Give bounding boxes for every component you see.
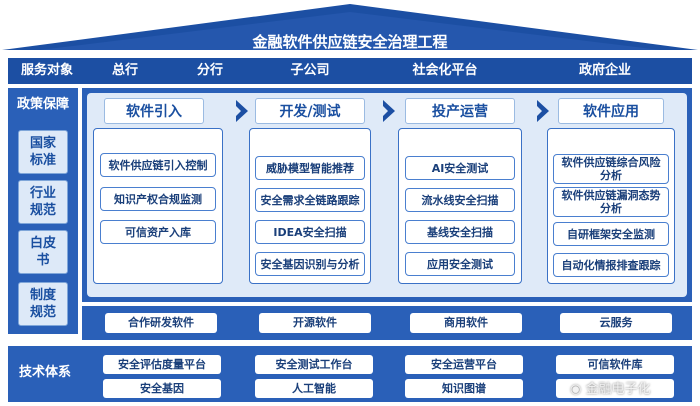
stage-item: 自研框架安全监测 bbox=[553, 222, 669, 246]
policy-item: 制度 规范 bbox=[18, 282, 68, 326]
service-target: 子公司 bbox=[290, 63, 330, 78]
stage-item: AI安全测试 bbox=[405, 156, 515, 180]
policy-item: 白皮 书 bbox=[18, 230, 68, 274]
tech-item: 知识图谱 bbox=[405, 379, 523, 398]
service-target: 总行 bbox=[111, 63, 138, 78]
stage-title: 投产运营 bbox=[405, 98, 515, 124]
stage-item: 基线安全扫描 bbox=[405, 220, 515, 244]
stage-item: 流水线安全扫描 bbox=[405, 188, 515, 212]
foundation-item: 合作研发软件 bbox=[105, 313, 217, 333]
policy-label: 政策保障 bbox=[16, 97, 69, 112]
policy-item: 国家 标准 bbox=[18, 130, 68, 174]
chevron-right-icon bbox=[383, 100, 395, 122]
foundation-item: 商用软件 bbox=[410, 313, 522, 333]
stage-item: 安全需求全链路跟踪 bbox=[255, 188, 365, 212]
service-label: 服务对象 bbox=[20, 63, 73, 78]
chevron-right-icon bbox=[537, 100, 549, 122]
stage-item: 软件供应链漏洞态势 分析 bbox=[553, 187, 669, 217]
stage-title: 开发/测试 bbox=[255, 98, 365, 124]
watermark-text: 金融电子化 bbox=[585, 382, 651, 397]
tech-label: 技术体系 bbox=[18, 365, 71, 380]
stage-item: 自动化情报排查跟踪 bbox=[553, 253, 669, 277]
stage-item: 软件供应链综合风险 分析 bbox=[553, 154, 669, 184]
tech-item: 可信软件库 bbox=[556, 355, 674, 374]
service-target: 分行 bbox=[196, 63, 223, 78]
stage-item: 可信资产入库 bbox=[100, 220, 216, 244]
diagram-title: 金融软件供应链安全治理工程 bbox=[252, 33, 448, 51]
tech-item: 安全基因 bbox=[103, 379, 221, 398]
roof-shape bbox=[2, 4, 698, 50]
tech-item: 安全运营平台 bbox=[405, 355, 523, 374]
tech-item: 安全评估度量平台 bbox=[103, 355, 221, 374]
chevron-right-icon bbox=[236, 100, 248, 122]
stage-item: 知识产权合规监测 bbox=[100, 187, 216, 211]
stage-title: 软件应用 bbox=[558, 98, 664, 124]
tech-item bbox=[556, 379, 674, 398]
stage-item: 软件供应链引入控制 bbox=[100, 153, 216, 177]
foundation-item: 开源软件 bbox=[259, 313, 371, 333]
policy-item: 行业 规范 bbox=[18, 180, 68, 224]
stage-item: 安全基因识别与分析 bbox=[255, 252, 365, 276]
tech-item: 人工智能 bbox=[255, 379, 373, 398]
watermark: ◉ 金融电子化 bbox=[570, 378, 698, 402]
stage-item: 威胁模型智能推荐 bbox=[255, 156, 365, 180]
tech-item: 安全测试工作台 bbox=[255, 355, 373, 374]
service-band bbox=[8, 58, 692, 84]
service-target: 社会化平台 bbox=[412, 63, 478, 78]
stage-item: 应用安全测试 bbox=[405, 252, 515, 276]
stage-title: 软件引入 bbox=[104, 98, 204, 124]
stage-item: IDEA安全扫描 bbox=[255, 220, 365, 244]
foundation-item: 云服务 bbox=[560, 313, 672, 333]
weibo-icon: ◉ bbox=[570, 382, 582, 397]
service-target: 政府企业 bbox=[578, 63, 631, 78]
